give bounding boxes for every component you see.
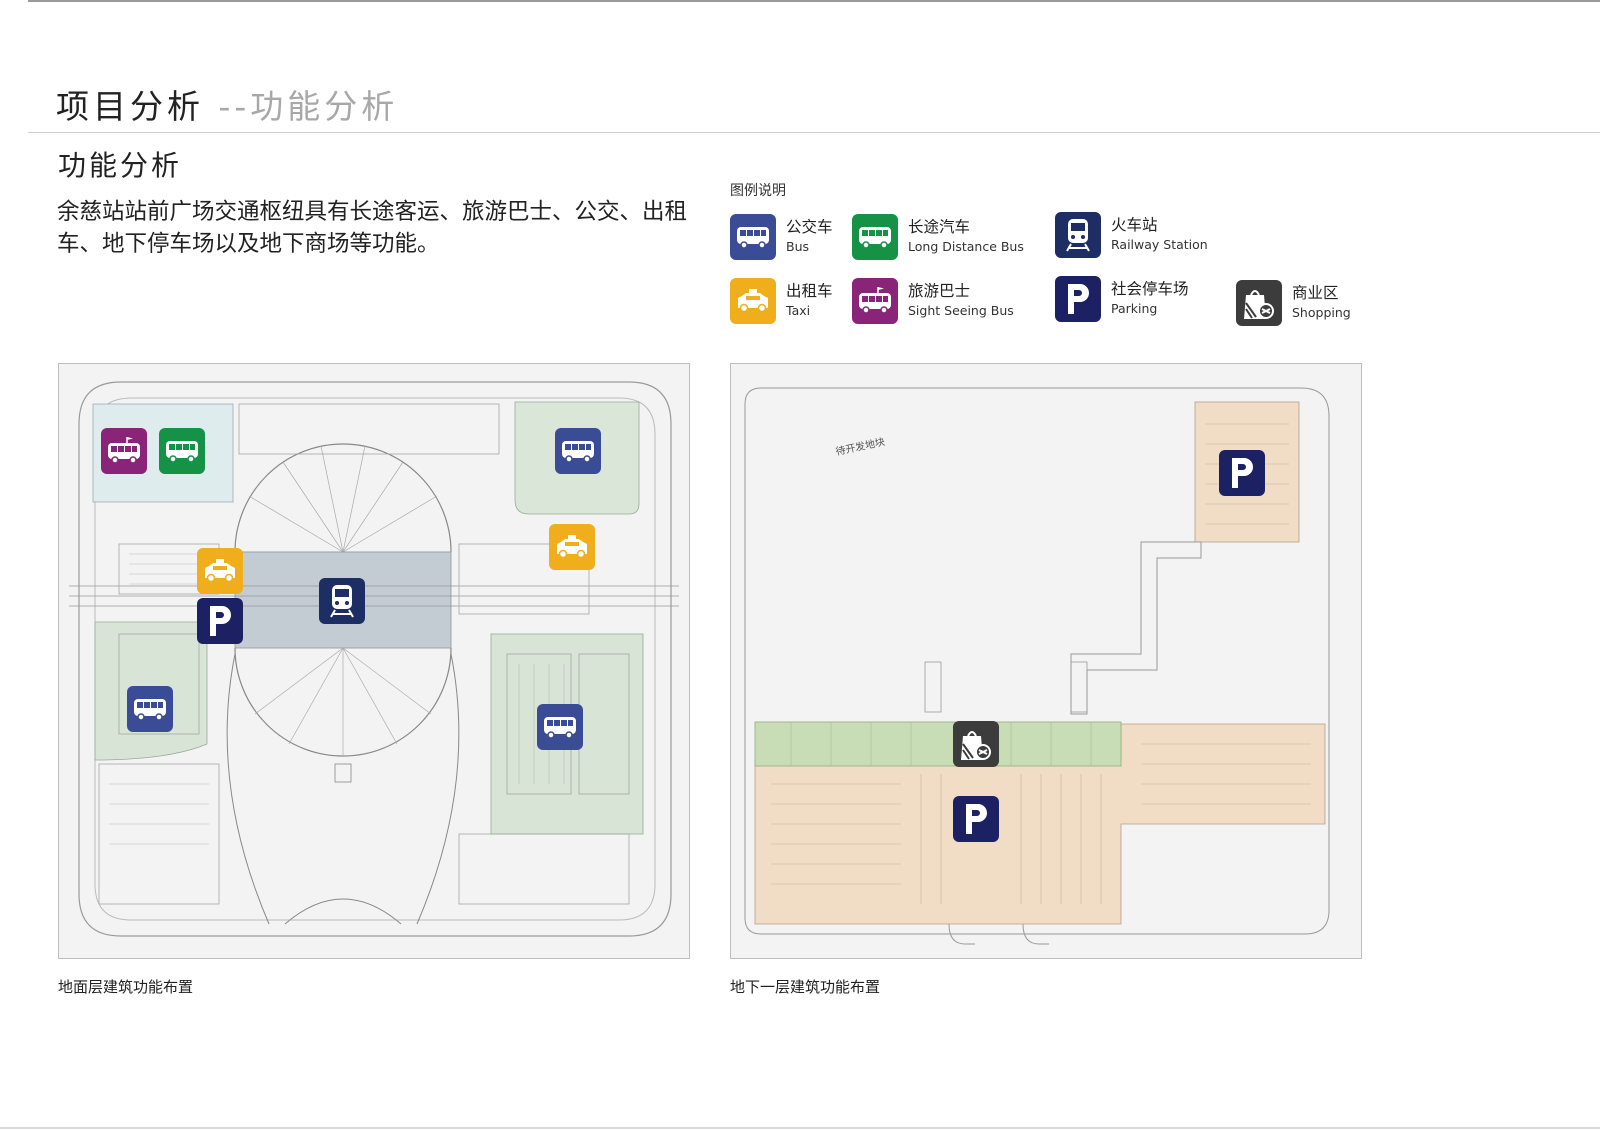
bus-icon bbox=[730, 214, 776, 260]
title-divider bbox=[28, 132, 1600, 133]
legend-cn: 公交车 bbox=[786, 218, 833, 236]
bus-icon bbox=[852, 214, 898, 260]
parking-icon bbox=[1055, 276, 1101, 322]
legend-en: Taxi bbox=[786, 303, 811, 318]
legend-en: Long Distance Bus bbox=[908, 239, 1024, 254]
page-title-main: 项目分析 bbox=[56, 87, 204, 126]
basement-plan: 待开发地块 bbox=[730, 363, 1362, 959]
legend-item-sightseeing-bus: 旅游巴士 Sight Seeing Bus bbox=[852, 278, 1014, 324]
legend-item-taxi: 出租车 Taxi bbox=[730, 278, 833, 324]
taxi-icon bbox=[197, 548, 243, 594]
parking-icon bbox=[1219, 450, 1265, 496]
legend-item-railway-station: 火车站 Railway Station bbox=[1055, 212, 1208, 258]
top-rule bbox=[28, 0, 1600, 2]
ground-floor-drawing bbox=[59, 364, 689, 958]
bus-icon bbox=[555, 428, 601, 474]
legend-cn: 旅游巴士 bbox=[908, 282, 971, 300]
section-paragraph: 余慈站站前广场交通枢纽具有长途客运、旅游巴士、公交、出租车、地下停车场以及地下商… bbox=[57, 199, 688, 257]
ground-floor-plan bbox=[58, 363, 690, 959]
parking-icon bbox=[953, 796, 999, 842]
section-title: 功能分析 bbox=[58, 149, 183, 182]
basement-plan-caption: 地下一层建筑功能布置 bbox=[730, 978, 881, 996]
legend-title: 图例说明 bbox=[730, 183, 786, 199]
legend-cn: 长途汽车 bbox=[908, 218, 971, 236]
ground-plan-caption: 地面层建筑功能布置 bbox=[58, 978, 194, 996]
legend-en: Sight Seeing Bus bbox=[908, 303, 1014, 318]
bus-icon bbox=[127, 686, 173, 732]
legend-cn: 火车站 bbox=[1111, 216, 1158, 234]
legend-cn: 商业区 bbox=[1292, 284, 1339, 302]
taxi-icon bbox=[549, 524, 595, 570]
legend-item-parking: 社会停车场 Parking bbox=[1055, 276, 1189, 322]
legend-en: Parking bbox=[1111, 301, 1158, 316]
train-icon bbox=[1055, 212, 1101, 258]
page-title: 项目分析 --功能分析 bbox=[56, 80, 398, 128]
basement-drawing bbox=[731, 364, 1361, 958]
legend-item-long-distance-bus: 长途汽车 Long Distance Bus bbox=[852, 214, 1024, 260]
sightseeing-bus-icon bbox=[852, 278, 898, 324]
sightseeing-bus-icon bbox=[101, 428, 147, 474]
legend-item-bus: 公交车 Bus bbox=[730, 214, 833, 260]
parking-icon bbox=[197, 598, 243, 644]
legend-cn: 出租车 bbox=[786, 282, 833, 300]
page-title-sub: --功能分析 bbox=[204, 87, 399, 126]
legend-item-shopping: 商业区 Shopping bbox=[1236, 280, 1351, 326]
bus-icon bbox=[159, 428, 205, 474]
legend-en: Bus bbox=[786, 239, 810, 254]
shopping-icon bbox=[1236, 280, 1282, 326]
legend-cn: 社会停车场 bbox=[1111, 280, 1189, 298]
bus-icon bbox=[537, 704, 583, 750]
shopping-icon bbox=[953, 721, 999, 767]
taxi-icon bbox=[730, 278, 776, 324]
legend-en: Railway Station bbox=[1111, 237, 1208, 252]
legend-en: Shopping bbox=[1292, 305, 1351, 320]
bottom-rule bbox=[0, 1127, 1600, 1129]
train-icon bbox=[319, 578, 365, 624]
